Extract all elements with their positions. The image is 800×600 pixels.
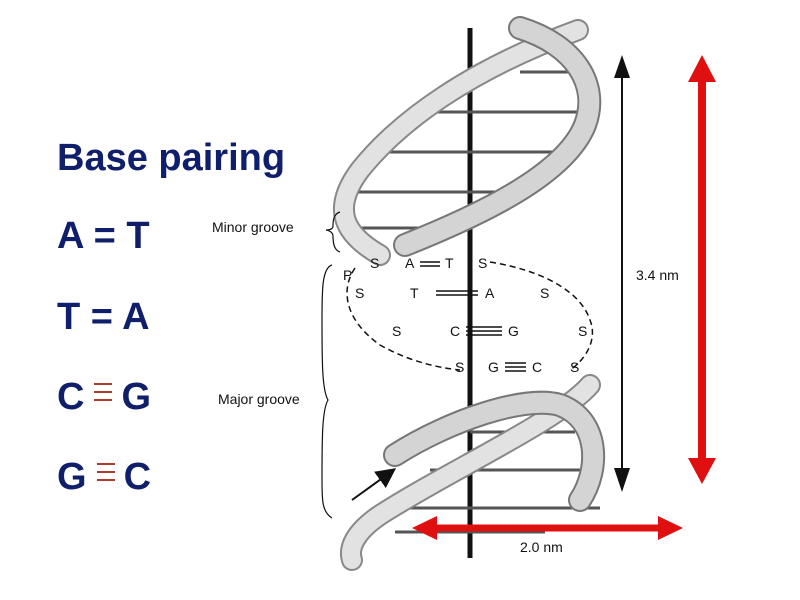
ladder-r1-s1: S [370,255,379,271]
triple-bond-icon [96,461,115,485]
pair-ta-right: A [122,296,150,338]
pair-cg-right: G [121,376,152,418]
ladder-r2-b2: A [485,285,495,301]
ladder-r2-s1: S [355,285,364,301]
pair-at-left: A [57,215,84,257]
pitch-arrow-red [688,55,716,484]
ladder-r3-b2: G [508,323,519,339]
pair-at-bond: = [93,215,116,257]
pair-at-right: T [126,215,150,257]
ladder-r4-b1: G [488,359,499,375]
ladder-r1-b1: A [405,255,415,271]
groove-braces [321,211,341,519]
minor-groove-label: Minor groove [212,219,294,235]
pair-cg-left: C [57,376,85,418]
ladder-r4-s1: S [455,359,464,375]
pair-ta: T = A [57,298,150,336]
pitch-label: 3.4 nm [636,267,679,283]
slide-title: Base pairing [57,137,286,179]
direction-arrow [351,468,397,501]
ladder-r2-s2: S [540,285,549,301]
width-arrow-red [412,516,683,540]
ladder-r3-b1: C [450,323,460,339]
width-label: 2.0 nm [520,539,563,555]
pair-ta-bond: = [90,296,113,338]
pair-gc-right: C [123,456,152,498]
base-ladder: P S A T S S T A S S C G S S G C S [343,255,587,375]
ladder-r1-b2: T [445,255,454,271]
ladder-r4-s2: S [570,359,579,375]
ladder-r3-s1: S [392,323,401,339]
ladder-r3-s2: S [578,323,587,339]
front-strand [383,16,606,512]
major-groove-label: Major groove [218,391,300,407]
pair-gc-left: G [57,456,87,498]
base-pair-rungs [355,70,600,534]
triple-bond-icon [94,381,113,405]
ladder-r2-b1: T [410,285,419,301]
ladder-r4-b2: C [532,359,542,375]
pair-at: A = T [57,217,150,255]
ladder-r1-s2: S [478,255,487,271]
pair-ta-left: T [57,296,81,338]
ladder-phosphate: P [343,267,352,283]
sugar-phosphate-backbone [346,261,594,371]
